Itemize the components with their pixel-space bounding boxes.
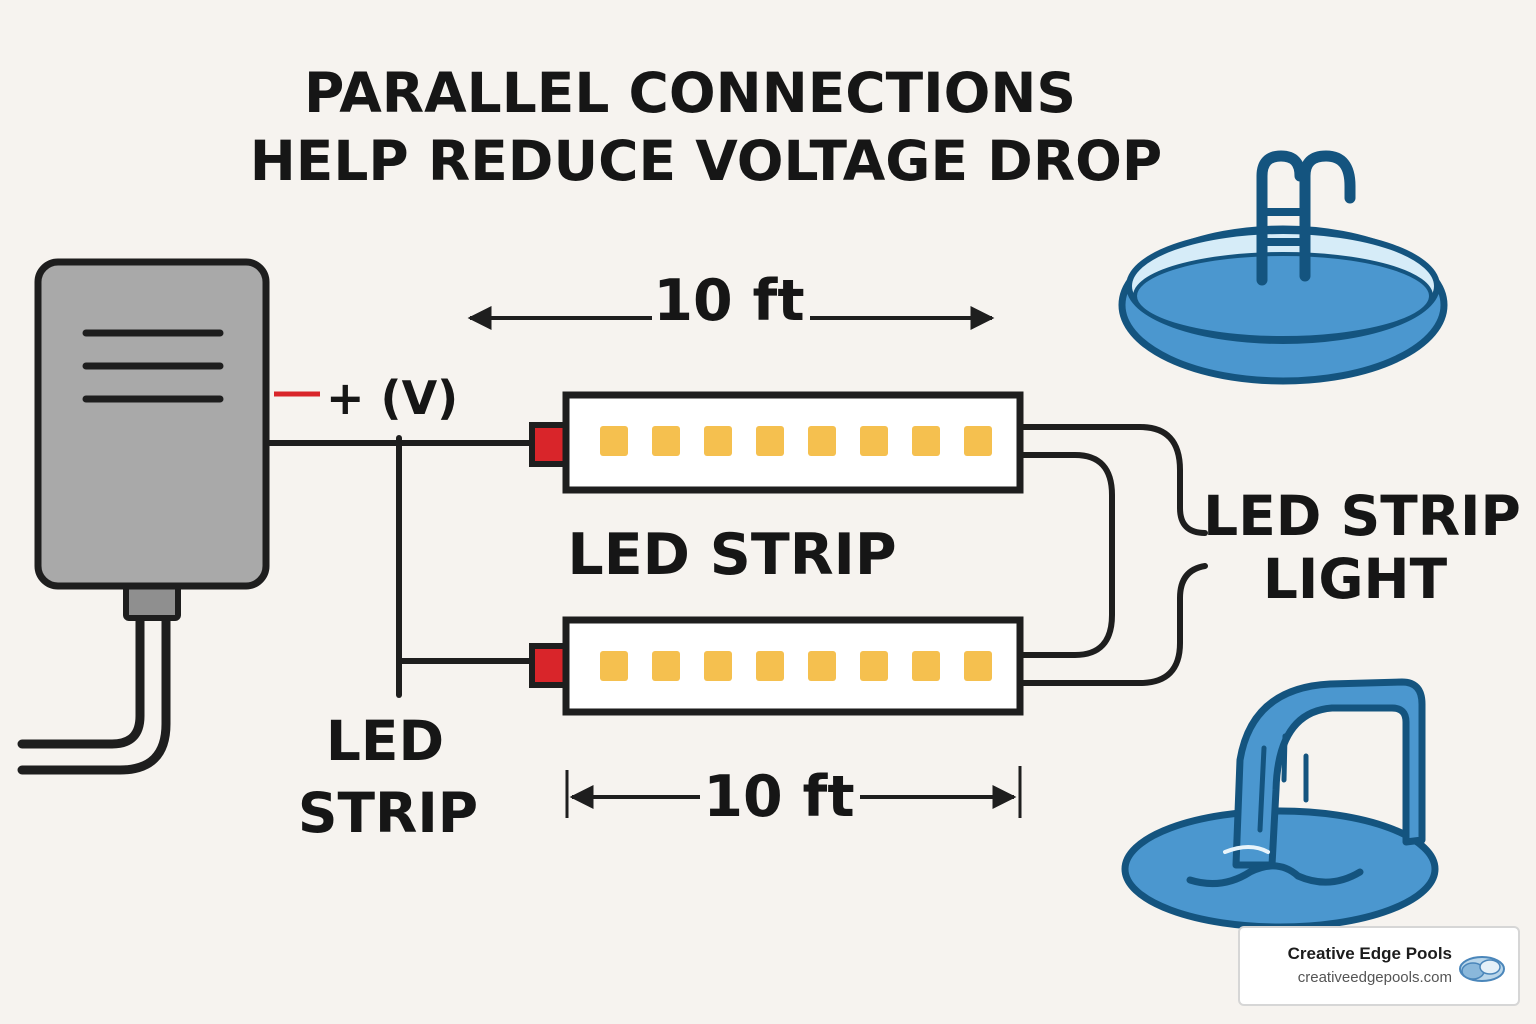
right-light-label-line-1: LED STRIP xyxy=(1203,484,1521,548)
middle-strip-label: LED STRIP xyxy=(567,522,896,588)
led-bottom-5 xyxy=(808,651,836,681)
led-top-2 xyxy=(652,426,680,456)
led-strip-top xyxy=(529,391,1024,494)
led-bottom-4 xyxy=(756,651,784,681)
led-top-4 xyxy=(756,426,784,456)
led-strip-bottom xyxy=(529,616,1024,716)
led-row-top xyxy=(600,426,992,456)
supply-wires xyxy=(263,435,535,698)
return-wires xyxy=(1017,424,1208,686)
led-bottom-7 xyxy=(912,651,940,681)
left-strip-label-line-1: LED xyxy=(326,709,444,773)
led-top-6 xyxy=(860,426,888,456)
title-line-1: PARALLEL CONNECTIONS xyxy=(304,61,1076,125)
led-bottom-8 xyxy=(964,651,992,681)
led-top-5 xyxy=(808,426,836,456)
waterfall-icon xyxy=(1121,678,1439,931)
top-length-label: 10 ft xyxy=(653,268,804,334)
led-top-7 xyxy=(912,426,940,456)
swimming-pool-icon xyxy=(1118,150,1448,385)
title-line-2: HELP REDUCE VOLTAGE DROP xyxy=(250,129,1162,193)
brand-name: Creative Edge Pools xyxy=(1287,944,1452,963)
led-top-3 xyxy=(704,426,732,456)
left-strip-label-line-2: STRIP xyxy=(298,781,478,845)
right-light-label-line-2: LIGHT xyxy=(1263,547,1448,611)
brand-logo-icon xyxy=(1459,956,1505,982)
led-bottom-1 xyxy=(600,651,628,681)
led-bottom-6 xyxy=(860,651,888,681)
led-row-bottom xyxy=(600,651,992,681)
brand-card[interactable]: Creative Edge Pools creativeedgepools.co… xyxy=(1238,926,1520,1006)
voltage-label: + (V) xyxy=(326,371,458,425)
led-top-8 xyxy=(964,426,992,456)
brand-url: creativeedgepools.com xyxy=(1297,969,1452,986)
led-bottom-2 xyxy=(652,651,680,681)
led-top-1 xyxy=(600,426,628,456)
bottom-length-label: 10 ft xyxy=(703,764,854,830)
led-bottom-3 xyxy=(704,651,732,681)
power-adapter-icon xyxy=(17,258,270,775)
